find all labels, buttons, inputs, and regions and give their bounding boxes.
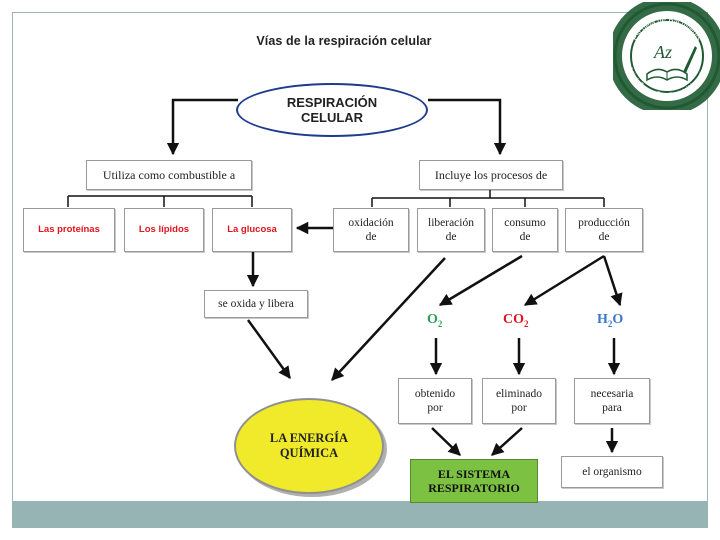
slide-bottom-bar	[12, 501, 708, 528]
organism-box: el organismo	[561, 456, 663, 488]
formula-o2: O2	[427, 312, 443, 329]
oxidizes-box: se oxida y libera	[204, 290, 308, 318]
formula-co2: CO2	[503, 312, 529, 329]
diagram-title: Vías de la respiración celular	[256, 34, 432, 48]
fuel-box-lipidos: Los lípidos	[124, 208, 204, 252]
right-header-box: Incluye los procesos de	[419, 160, 563, 190]
formula-h2o: H2O	[597, 312, 624, 329]
school-logo: Escuela de Bachilleres Artículo Tercero …	[613, 2, 720, 110]
fuel-box-glucosa: La glucosa	[212, 208, 292, 252]
root-node-respiracion-celular: RESPIRACIÓN CELULAR	[236, 83, 428, 137]
svg-text:Az: Az	[653, 42, 672, 62]
left-header-box: Utiliza como combustible a	[86, 160, 252, 190]
fuel-box-proteinas: Las proteínas	[23, 208, 115, 252]
